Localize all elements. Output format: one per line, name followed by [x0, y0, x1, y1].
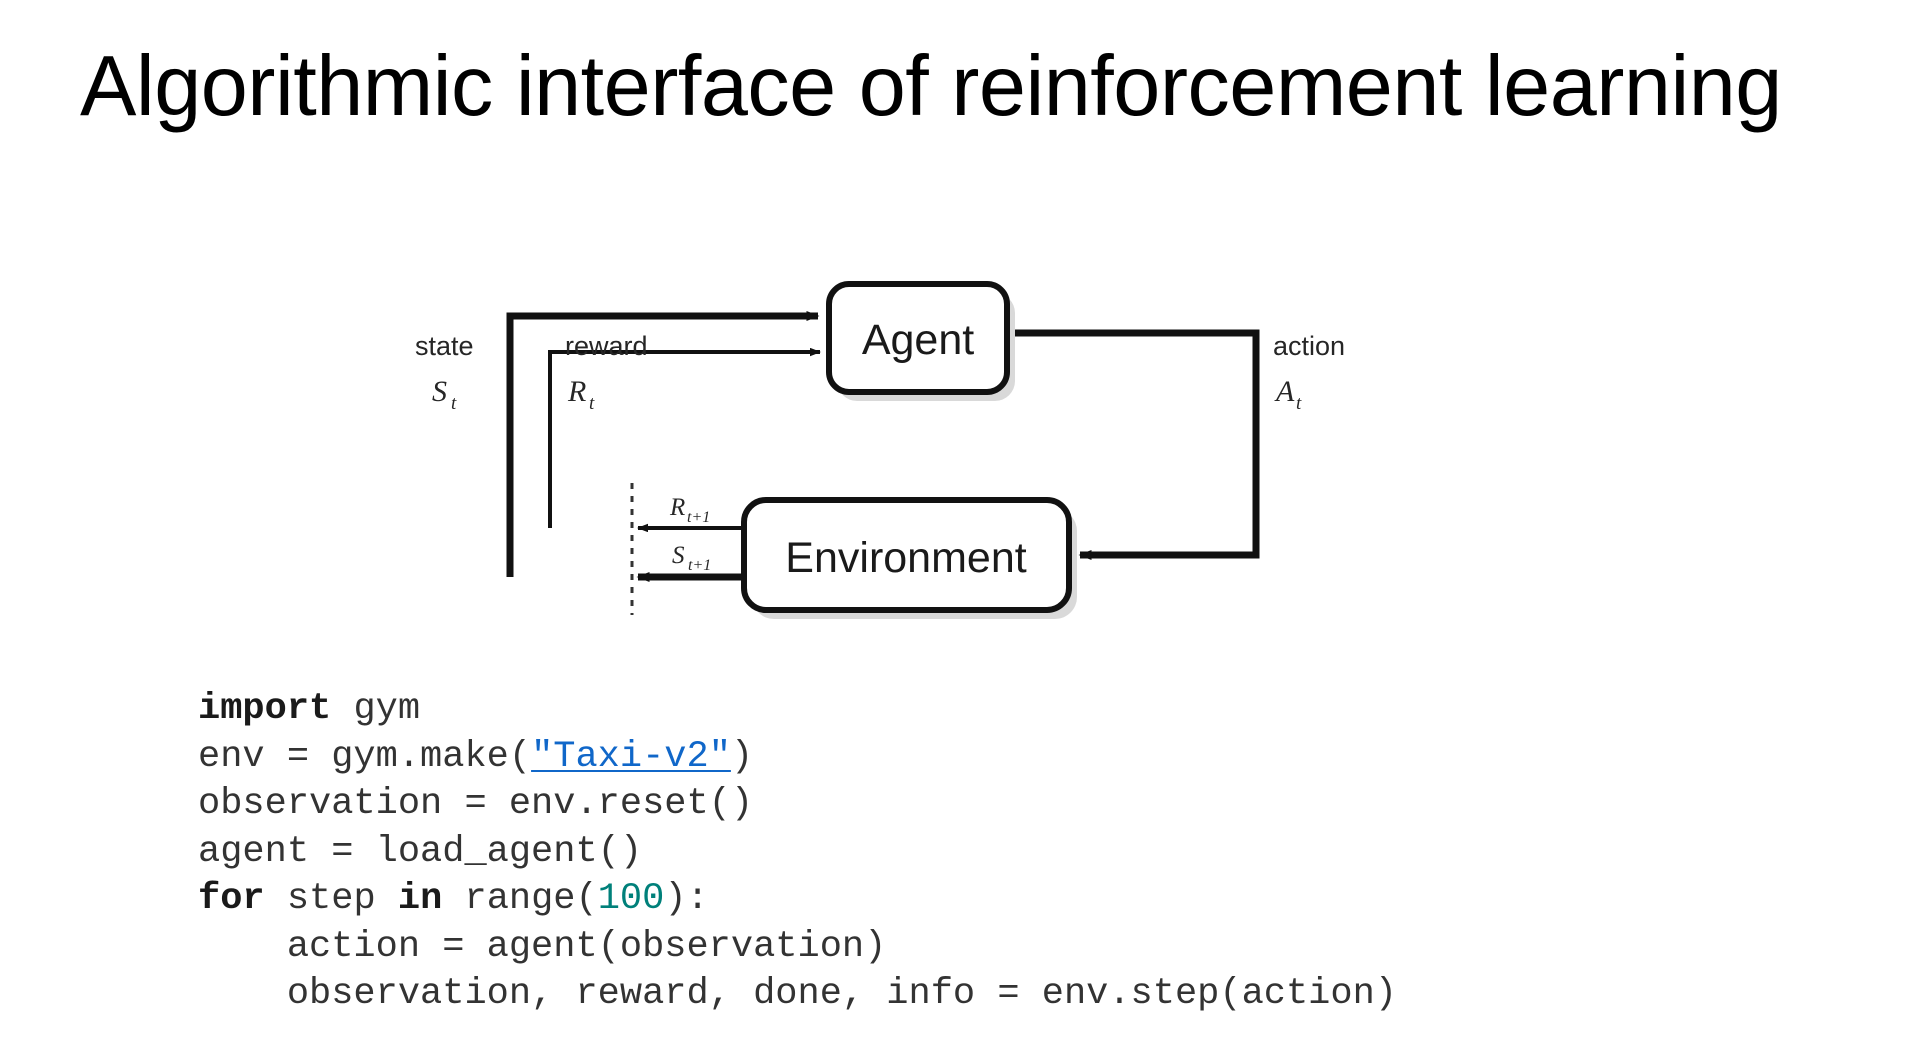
code-line: observation = env.reset(): [198, 781, 1397, 829]
rl-loop-diagram: Agent Environment state S t reward R t: [380, 215, 1345, 635]
code-line: agent = load_agent(): [198, 829, 1397, 877]
code-text: ):: [664, 878, 709, 920]
edge-state: [506, 311, 820, 577]
label-state-subscript: t: [451, 393, 457, 414]
page-title: Algorithmic interface of reinforcement l…: [80, 39, 1782, 134]
code-line: action = agent(observation): [198, 924, 1397, 972]
node-agent: Agent: [826, 281, 1015, 401]
code-line: import gym: [198, 686, 1397, 734]
code-text: observation = env.reset(): [198, 783, 754, 825]
label-reward: reward R t: [565, 331, 648, 414]
code-text: action = agent(observation): [198, 925, 887, 968]
label-state: state S t: [415, 331, 474, 414]
code-text: step: [264, 878, 398, 920]
edge-reward: [548, 347, 821, 528]
code-text: observation, reward, done, info = env.st…: [198, 973, 1397, 1015]
code-text: gym: [331, 688, 421, 730]
node-environment: Environment: [741, 497, 1077, 619]
label-state-word: state: [415, 331, 474, 361]
label-next-reward-subscript: t+1: [687, 509, 710, 526]
code-keyword: for: [198, 878, 265, 920]
code-env-id-link[interactable]: "Taxi-v2": [531, 735, 731, 778]
label-action-word: action: [1273, 331, 1345, 361]
code-line: observation, reward, done, info = env.st…: [198, 971, 1397, 1019]
label-state-symbol: S: [432, 375, 447, 408]
code-line: env = gym.make("Taxi-v2"): [198, 734, 1397, 782]
label-action-subscript: t: [1296, 393, 1302, 414]
code-line: for step in range(100):: [198, 876, 1397, 924]
node-agent-label: Agent: [862, 316, 974, 364]
code-number-literal: 100: [597, 878, 665, 920]
label-reward-subscript: t: [589, 393, 595, 414]
code-text: range(: [442, 878, 598, 920]
label-next-state-subscript: t+1: [688, 557, 711, 574]
label-next-state: S t+1: [672, 542, 711, 574]
label-next-reward: R t+1: [669, 494, 710, 526]
label-next-reward-symbol: R: [669, 494, 685, 521]
node-environment-label: Environment: [785, 534, 1026, 582]
label-action: action A t: [1273, 331, 1345, 414]
label-action-symbol: A: [1274, 375, 1295, 408]
edge-action: [1008, 329, 1260, 560]
code-keyword: import: [198, 688, 332, 730]
code-text: agent = load_agent(): [198, 830, 643, 873]
code-text: env = gym.make(: [198, 735, 532, 778]
label-reward-word: reward: [565, 331, 648, 361]
code-text: ): [730, 735, 754, 778]
label-reward-symbol: R: [567, 375, 586, 408]
label-next-state-symbol: S: [672, 542, 685, 569]
code-keyword: in: [397, 878, 443, 920]
